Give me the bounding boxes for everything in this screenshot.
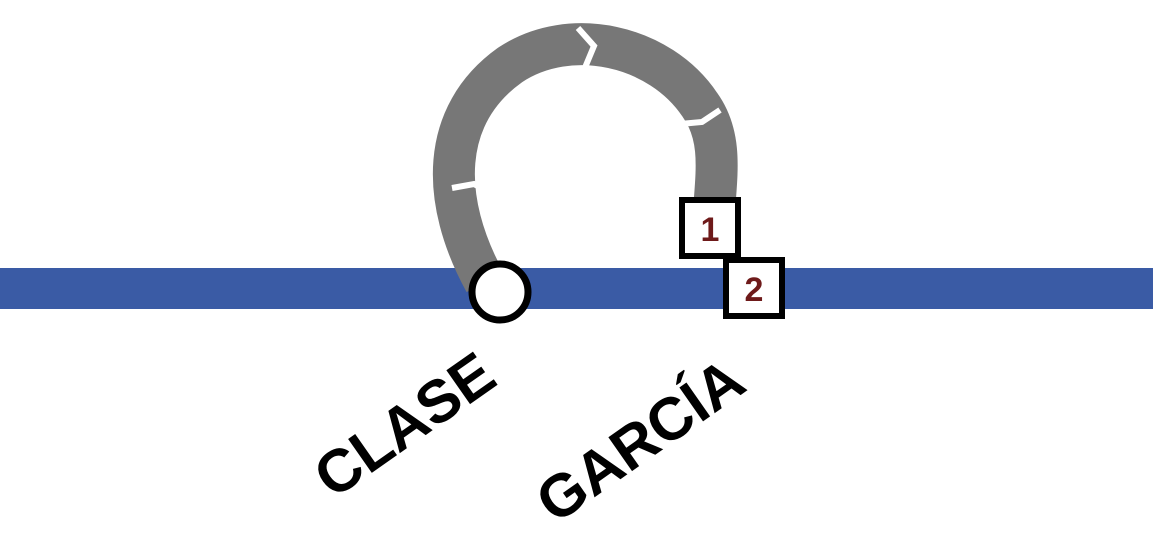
platform-number-1: 1 (701, 211, 720, 249)
station-label-clase: CLASE (302, 339, 507, 511)
direction-chevron-icon (575, 26, 598, 72)
platform-box-frame (723, 257, 785, 319)
main-line (0, 268, 1153, 309)
loop-line (432, 23, 738, 293)
platform-number-2: 2 (745, 271, 764, 309)
platform-1-box: 1 (679, 197, 741, 259)
direction-chevron-icon (451, 180, 498, 199)
station-label-garcia: GARCÍA (524, 345, 756, 536)
station-marker-clase (468, 260, 532, 324)
platform-box-frame (679, 197, 741, 259)
direction-chevron-icon (679, 107, 722, 127)
platform-2-box: 2 (723, 257, 785, 319)
loop-direction-chevrons (451, 26, 722, 199)
